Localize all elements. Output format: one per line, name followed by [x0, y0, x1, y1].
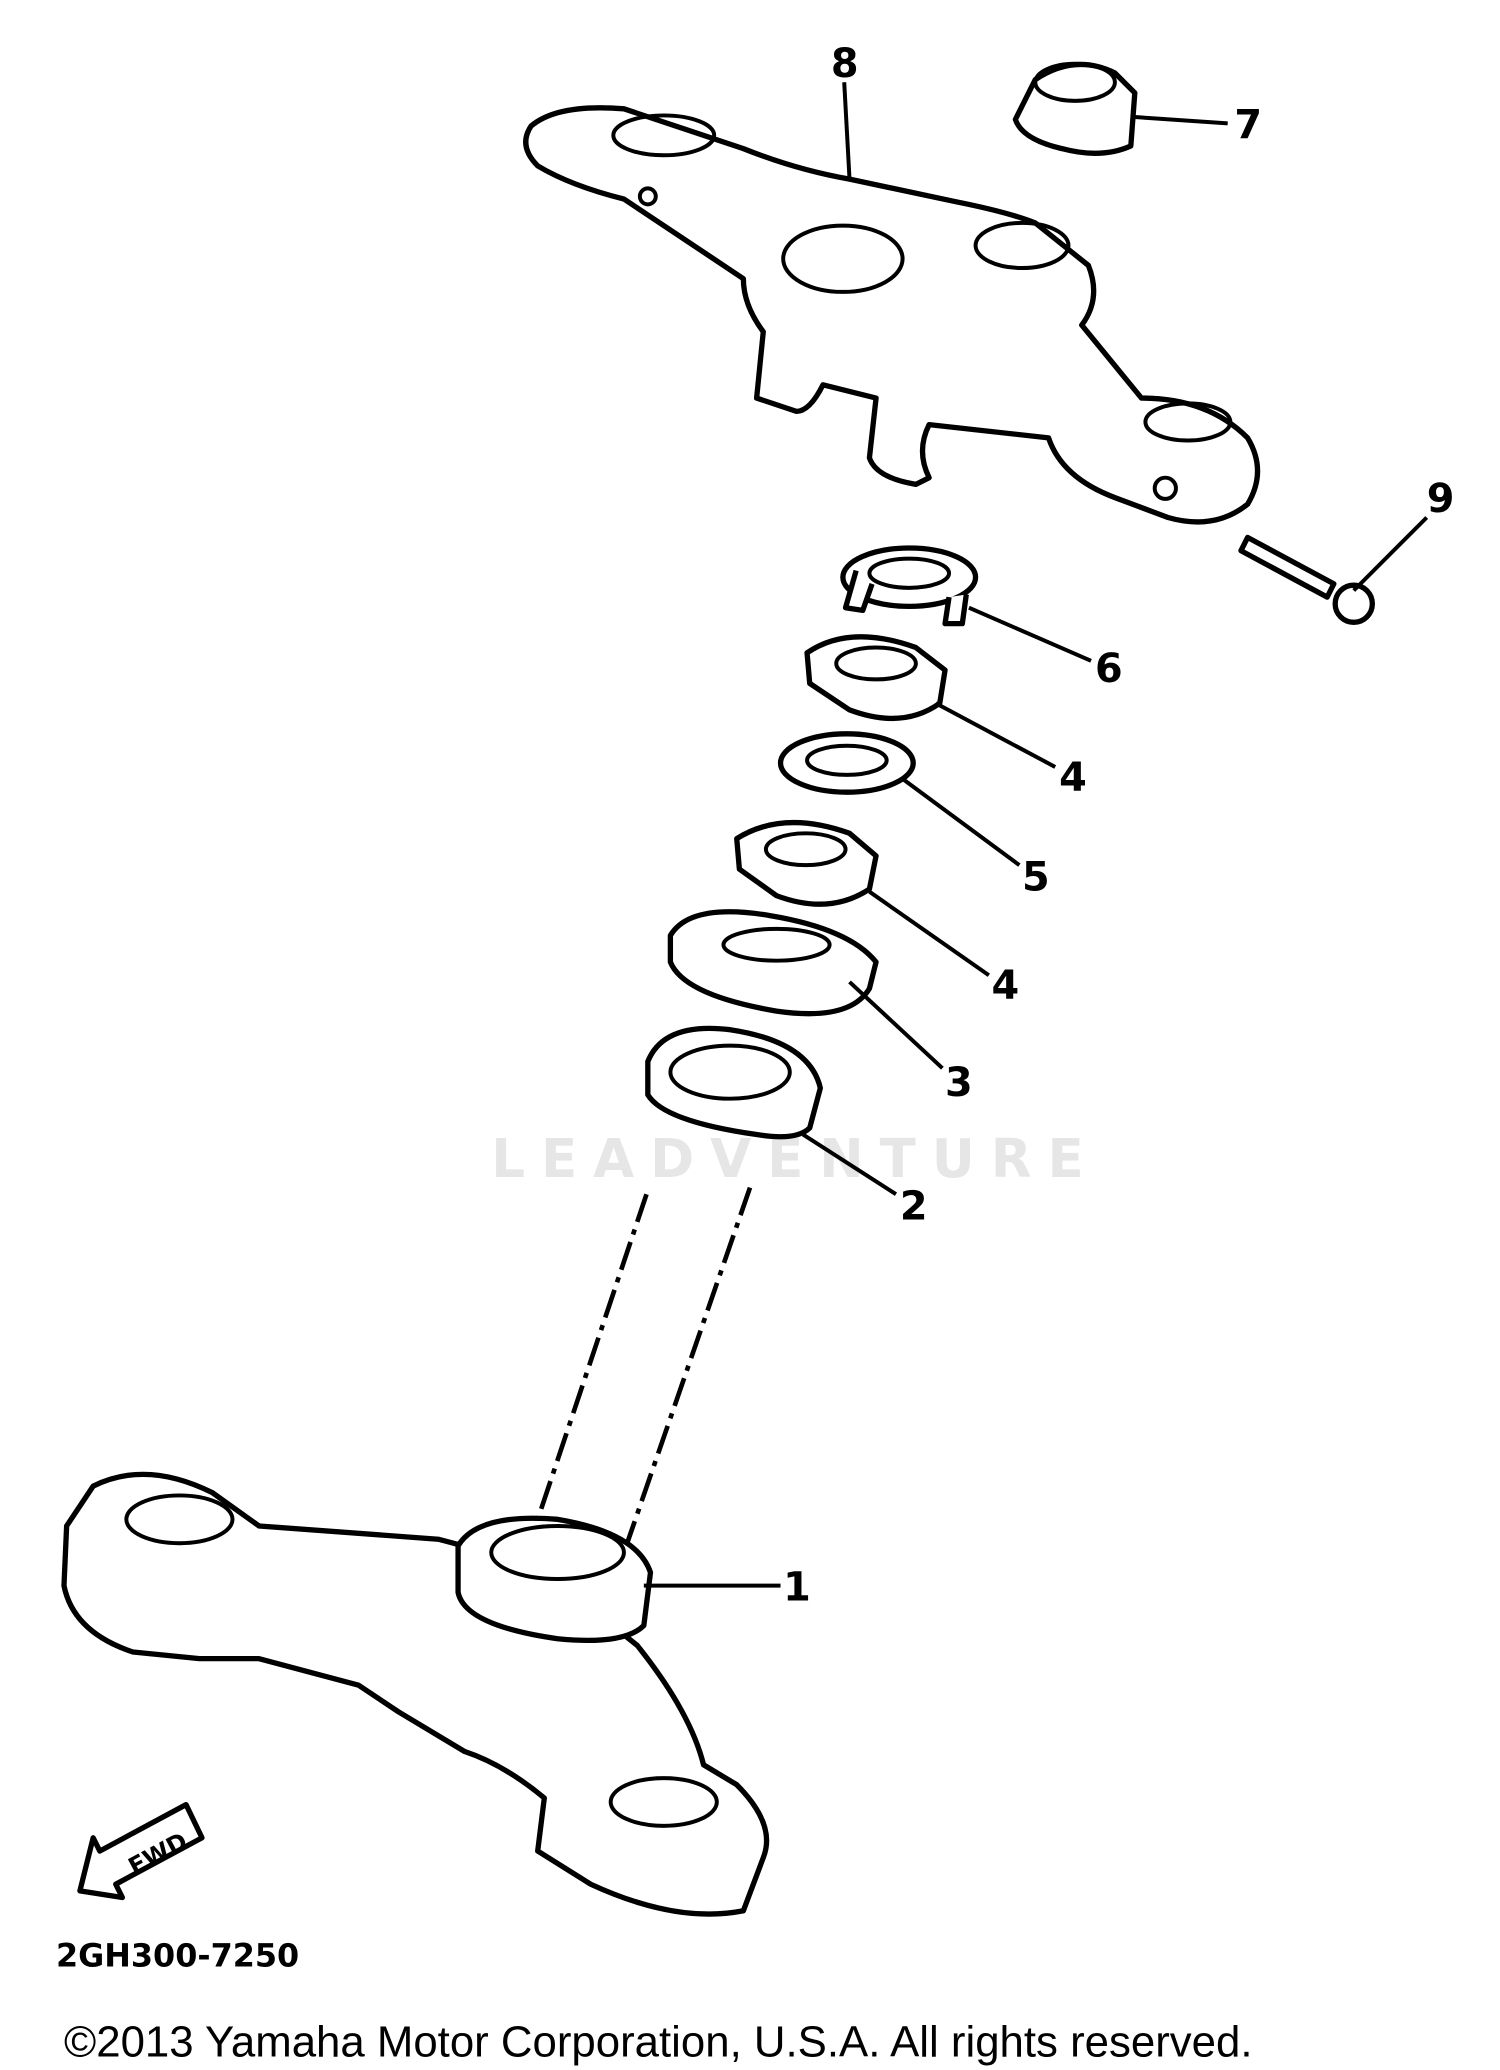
leader-lines	[643, 82, 1429, 1588]
ring-nut-lower	[734, 819, 879, 907]
callout-2: 2	[900, 1183, 928, 1229]
callout-1: 1	[783, 1564, 811, 1610]
lower-bearing	[455, 1515, 654, 1643]
upper-bearing	[645, 1025, 823, 1140]
callout-4-lower: 4	[992, 963, 1020, 1009]
stem-line-left	[528, 1193, 649, 1540]
ring-nut-upper	[804, 634, 948, 722]
rubber-washer	[777, 731, 916, 795]
steering-stem-nut	[1012, 61, 1138, 156]
callout-6: 6	[1095, 646, 1123, 692]
callout-4-upper: 4	[1059, 755, 1087, 801]
callout-7: 7	[1234, 102, 1262, 148]
fwd-arrow-icon: FWD	[77, 1801, 205, 1901]
lower-bracket	[61, 1471, 770, 1917]
callout-3: 3	[945, 1060, 973, 1106]
callout-5: 5	[1022, 854, 1050, 900]
callout-8: 8	[831, 41, 859, 87]
stem-line-right	[621, 1186, 753, 1554]
pinch-bolt	[1238, 534, 1375, 625]
lock-washer	[840, 545, 979, 627]
bearing-cover	[667, 909, 879, 1017]
upper-bracket	[523, 105, 1261, 525]
callout-9: 9	[1427, 476, 1455, 522]
copyright-notice: ©2013 Yamaha Motor Corporation, U.S.A. A…	[64, 2018, 1253, 2067]
diagram-code: 2GH300-7250	[56, 1936, 299, 1974]
